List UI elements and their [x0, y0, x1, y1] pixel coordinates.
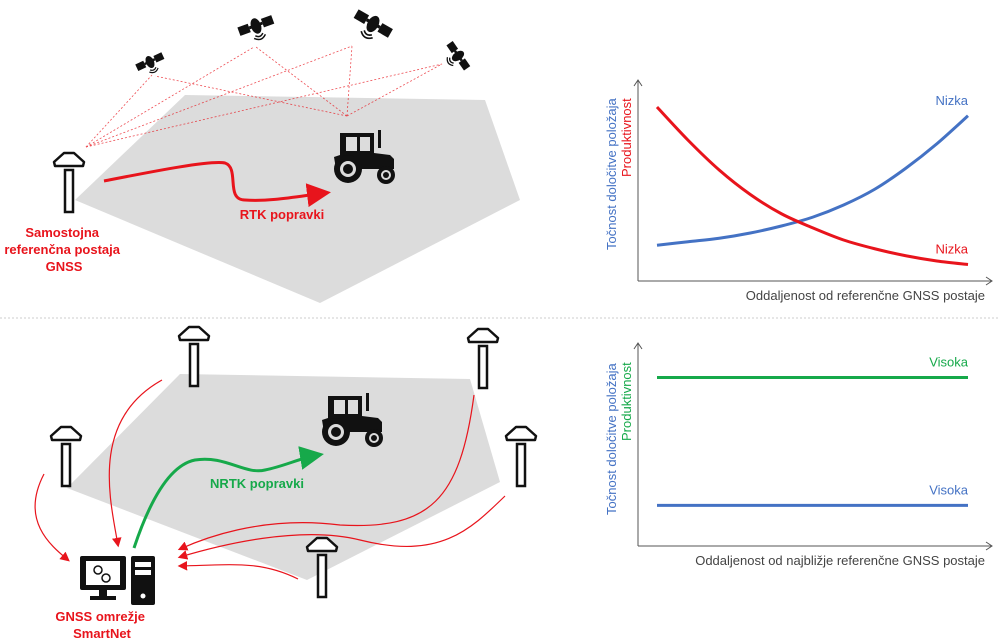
y-axis — [633, 79, 643, 281]
chart-bottom: Oddaljenost od najbližje referenčne GNSS… — [604, 342, 993, 568]
satellite-icon — [438, 38, 473, 76]
nrtk-correction-label: NRTK popravki — [210, 476, 304, 491]
reference-station-antenna-icon — [49, 425, 83, 488]
x-axis-label: Oddaljenost od referenčne GNSS postaje — [746, 288, 985, 303]
x-axis — [638, 541, 993, 551]
reference-station-antenna-icon — [504, 425, 538, 488]
series-end-label: Visoka — [929, 482, 969, 497]
network-signal-arrows — [34, 379, 506, 580]
y-axis-label-productivity: Produktivnost — [619, 362, 634, 441]
x-axis-label: Oddaljenost od najbližje referenčne GNSS… — [695, 553, 985, 568]
field-area-bottom — [67, 374, 500, 580]
reference-station-antenna-icon — [52, 151, 86, 214]
y-axis-label-accuracy: Točnost določitve položaja — [604, 97, 619, 250]
satellite-icon — [133, 49, 169, 79]
y-axis-label-productivity: Produktivnost — [619, 98, 634, 177]
series-end-label: Nizka — [935, 242, 968, 257]
network-server-computer-icon — [80, 556, 155, 605]
series-line-0-0 — [656, 114, 970, 247]
y-axis — [633, 342, 643, 546]
y-axis-label-accuracy: Točnost določitve položaja — [604, 362, 619, 515]
rtk-correction-label: RTK popravki — [240, 207, 325, 222]
satellite-icon — [347, 5, 396, 49]
chart-top: Oddaljenost od referenčne GNSS postaje T… — [604, 79, 993, 303]
rtk-correction-arrow — [103, 161, 331, 208]
series-end-label: Visoka — [929, 355, 969, 370]
network-label: GNSS omrežje SmartNet — [55, 609, 148, 641]
series-line-0-1 — [655, 105, 969, 266]
station-label: Samostojna referenčna postaja GNSS — [4, 225, 123, 274]
x-axis — [638, 276, 993, 286]
field-area-top — [75, 95, 520, 303]
series-end-label: Nizka — [935, 93, 968, 108]
satellite-signal-lines — [85, 45, 443, 148]
nrtk-correction-arrow — [132, 446, 324, 549]
reference-station-antenna-icon — [466, 327, 500, 390]
satellite-icon — [235, 11, 279, 47]
